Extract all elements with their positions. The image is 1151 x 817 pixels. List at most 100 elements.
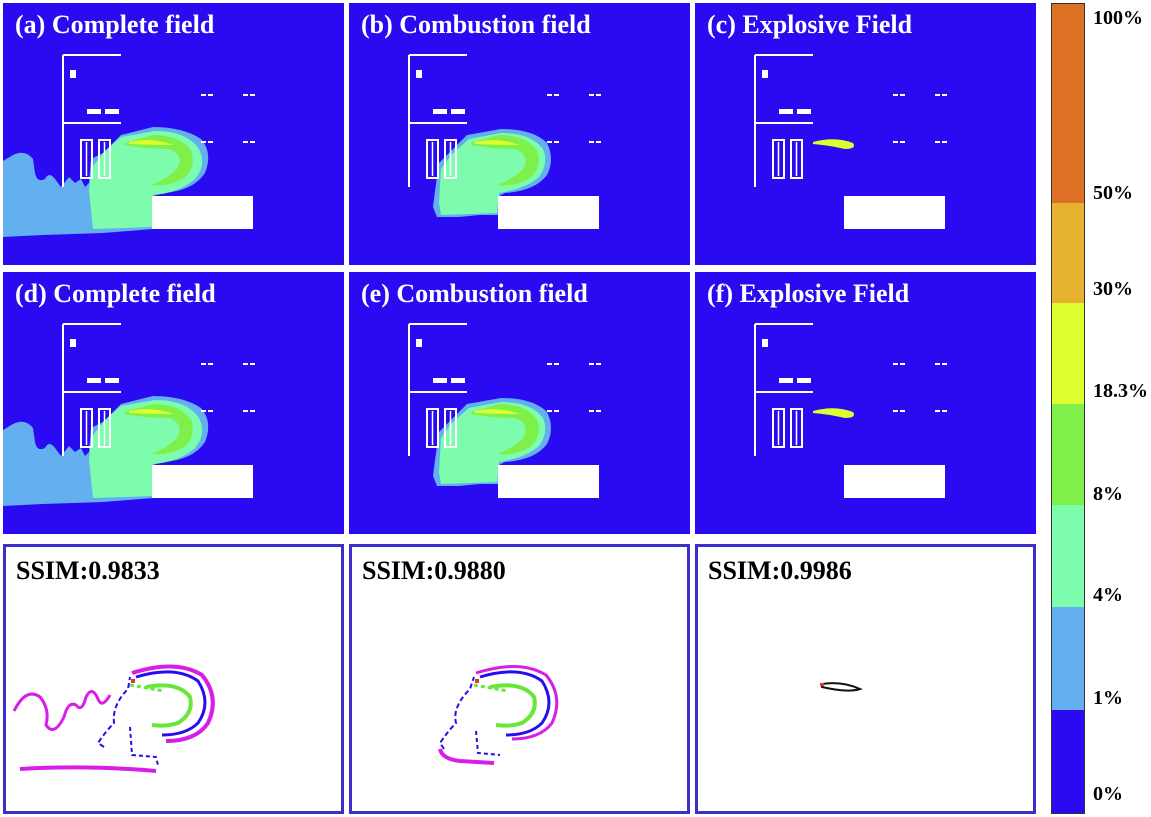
plume-30pct	[129, 409, 173, 414]
colorbar-band-8	[1052, 505, 1084, 607]
wall-outline	[754, 323, 813, 456]
panel-ssim-explosive: SSIM:0.9986	[695, 544, 1036, 814]
plume-4pct	[439, 133, 546, 215]
plume-30pct	[475, 409, 519, 414]
diff-arc-blue	[479, 670, 551, 737]
colorbar-band-100	[1052, 4, 1084, 203]
column-0	[426, 408, 439, 448]
plume-18pct	[471, 404, 539, 455]
panel-c-explosive-field: (c) Explosive Field	[695, 3, 1036, 265]
plume-18pct	[125, 135, 193, 186]
panel-ssim-explosive-scene	[820, 682, 863, 692]
panel-ssim-combustion-scene	[438, 664, 559, 765]
white-block	[152, 196, 253, 229]
panel-f-explosive-field: (f) Explosive Field	[695, 272, 1036, 534]
diff-core-green	[129, 683, 165, 693]
diff-spot-red	[820, 683, 824, 686]
ledge-left	[87, 378, 101, 383]
panel-f-title: (f) Explosive Field	[707, 279, 910, 308]
column-1	[444, 139, 457, 179]
colorbar-band-1	[1052, 710, 1084, 813]
colorbar-band-18	[1052, 404, 1084, 505]
panel-b-combustion-field: (b) Combustion field	[349, 3, 690, 265]
column-1	[790, 139, 803, 179]
vent-block	[70, 339, 76, 347]
ledge-right	[451, 378, 465, 383]
panel-c-title: (c) Explosive Field	[707, 10, 913, 39]
ledge-right	[797, 378, 811, 383]
plume-30pct	[813, 408, 854, 418]
panel-e-title: (e) Combustion field	[361, 279, 588, 308]
white-block	[152, 465, 253, 498]
wall-outline	[408, 323, 467, 456]
white-block	[844, 465, 945, 498]
vent-block	[762, 339, 768, 347]
column-0	[80, 408, 93, 448]
plume-4pct	[89, 400, 203, 498]
panel-b-scene	[408, 54, 601, 229]
white-block	[844, 196, 945, 229]
wall-outline	[62, 323, 121, 456]
panel-a-scene	[3, 54, 255, 237]
panel-a-complete-field: (a) Complete field	[3, 3, 344, 265]
ledge-right	[451, 109, 465, 114]
column-0	[772, 408, 785, 448]
diff-spot-red	[475, 679, 479, 683]
column-1	[98, 408, 111, 448]
plume-18pct	[471, 135, 539, 186]
colorbar-label-30: 30%	[1093, 278, 1133, 300]
diff-base-magenta	[19, 765, 157, 773]
vent-block	[416, 339, 422, 347]
vent-block	[70, 70, 76, 78]
white-block	[498, 196, 599, 229]
ledge-right	[797, 109, 811, 114]
colorbar-label-8: 8%	[1093, 483, 1123, 505]
colorbar-label-18: 18.3%	[1093, 380, 1148, 402]
plume-18pct	[125, 404, 193, 455]
wall-outline	[408, 54, 467, 187]
colorbar-band-4	[1052, 607, 1084, 710]
panel-ssim-complete: SSIM:0.9833	[3, 544, 344, 814]
diff-base-magenta	[438, 748, 495, 765]
panel-ssim-combustion: SSIM:0.9880	[349, 544, 690, 814]
panel-e-scene	[408, 323, 601, 498]
wall-outline	[62, 54, 121, 187]
diff-arc-green	[489, 683, 537, 728]
vent-block	[762, 70, 768, 78]
colorbar-band-30	[1052, 303, 1084, 404]
diff-arc-magenta	[475, 664, 559, 741]
ledge-left	[87, 109, 101, 114]
column-0	[772, 139, 785, 179]
colorbar-band-50	[1052, 203, 1084, 303]
plume-30pct	[475, 140, 519, 145]
colorbar-label-100: 100%	[1093, 7, 1143, 29]
ledge-left	[433, 109, 447, 114]
plume-4pct	[89, 131, 203, 229]
diff-bottom-blue	[475, 730, 501, 756]
panel-b-title: (b) Combustion field	[361, 10, 591, 39]
ssim-combustion-label: SSIM:0.9880	[362, 556, 506, 585]
colorbar-label-0: 0%	[1093, 783, 1123, 805]
wall-outline	[754, 54, 813, 187]
plume-4pct	[439, 402, 546, 484]
ledge-right	[105, 378, 119, 383]
diff-spot-red	[131, 679, 135, 683]
diff-left-edge-blue	[96, 676, 131, 748]
plume-30pct	[129, 140, 173, 145]
ssim-explosive-label: SSIM:0.9986	[708, 556, 852, 585]
diff-arc-green	[145, 683, 193, 728]
colorbar	[1051, 3, 1085, 814]
panel-ssim-complete-scene	[12, 664, 215, 773]
vent-block	[416, 70, 422, 78]
colorbar-label-1: 1%	[1093, 687, 1123, 709]
panel-d-title: (d) Complete field	[15, 279, 216, 308]
diff-left-edge-blue	[438, 676, 475, 750]
column-0	[80, 139, 93, 179]
diff-arc-blue	[135, 670, 207, 737]
plume-30pct	[813, 139, 854, 149]
column-1	[790, 408, 803, 448]
panel-d-scene	[3, 323, 255, 506]
ssim-complete-label: SSIM:0.9833	[16, 556, 160, 585]
column-0	[426, 139, 439, 179]
white-block	[498, 465, 599, 498]
